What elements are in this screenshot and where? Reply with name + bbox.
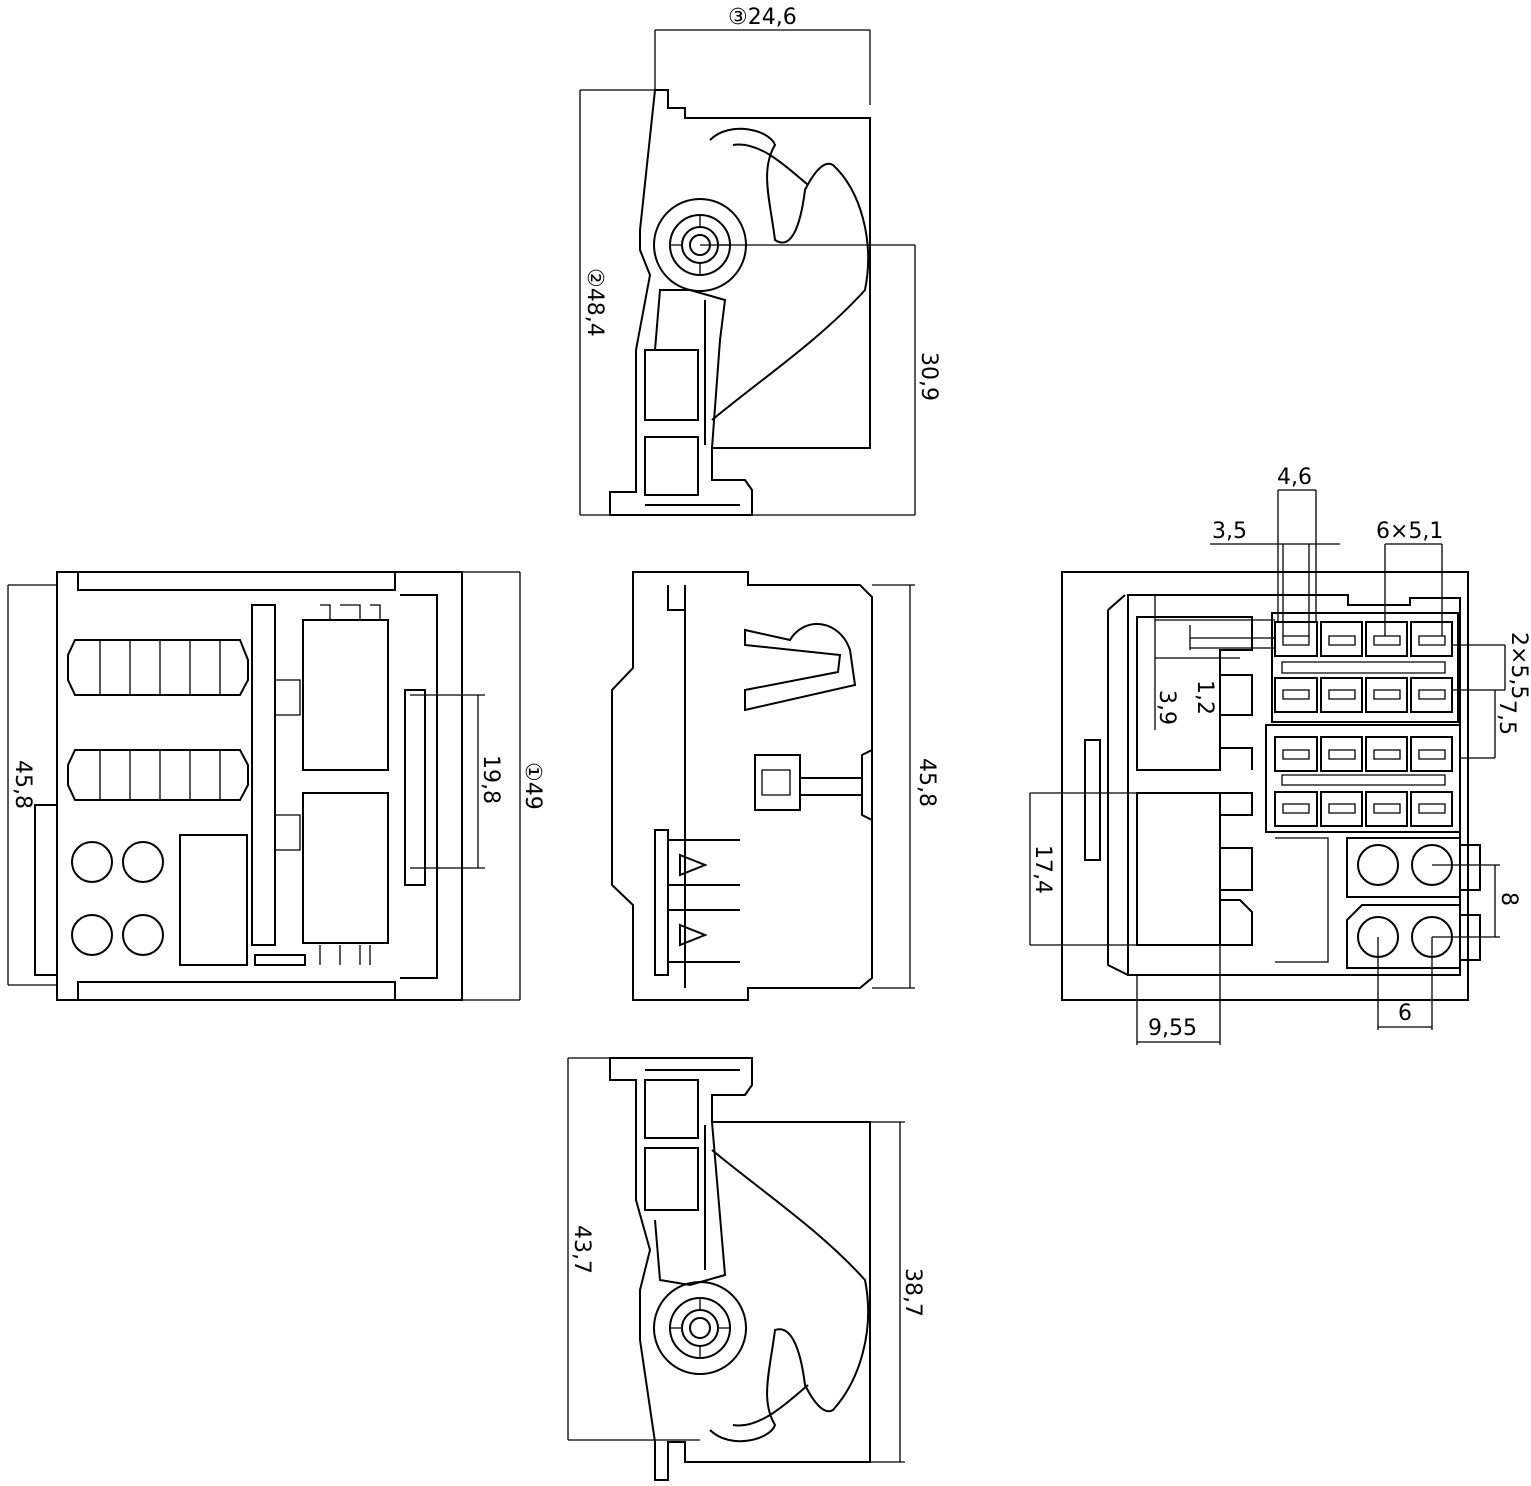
top-view: ③24,6 ②48,4 30,9: [579, 5, 941, 516]
wall-dim: 1,2: [1192, 680, 1217, 715]
bottom-view: 43,7 38,7: [567, 1057, 925, 1481]
bottom-pivot-dim: 38,7: [900, 1268, 925, 1317]
row-pitch-dim: 2×5,5: [1506, 632, 1531, 699]
depth-dim: 3,9: [1154, 690, 1179, 725]
front-view: 45,8: [611, 571, 939, 1001]
left-view: 45,8 19,8 ①49: [7, 571, 545, 1001]
lower-width-dim: 9,55: [1148, 1016, 1197, 1041]
top-height-dim: ②48,4: [582, 268, 607, 337]
bottom-height-dim: 43,7: [569, 1225, 594, 1274]
left-height-dim: 45,8: [10, 760, 35, 809]
lower-height-dim: 17,4: [1030, 845, 1055, 894]
group-gap-dim: 7,5: [1494, 700, 1519, 735]
column-pitch-dim: 6×5,1: [1376, 519, 1443, 544]
top-width-dim: ③24,6: [728, 5, 797, 30]
round-pitch-w-dim: 6: [1398, 1001, 1412, 1026]
left-overall-dim: ①49: [520, 762, 545, 810]
slot-dim: 3,5: [1212, 519, 1247, 544]
top-pivot-dim: 30,9: [916, 352, 941, 401]
right-view: 4,6 3,5 6×5,1 2×5,5 7,5 1,2 3,9 17,4 9,5…: [1029, 465, 1531, 1045]
pin-grid: [1274, 621, 1453, 827]
pin-width-dim: 4,6: [1277, 465, 1312, 490]
left-pitch-dim: 19,8: [478, 755, 503, 804]
front-height-dim: 45,8: [914, 758, 939, 807]
round-pitch-h-dim: 8: [1496, 892, 1521, 906]
